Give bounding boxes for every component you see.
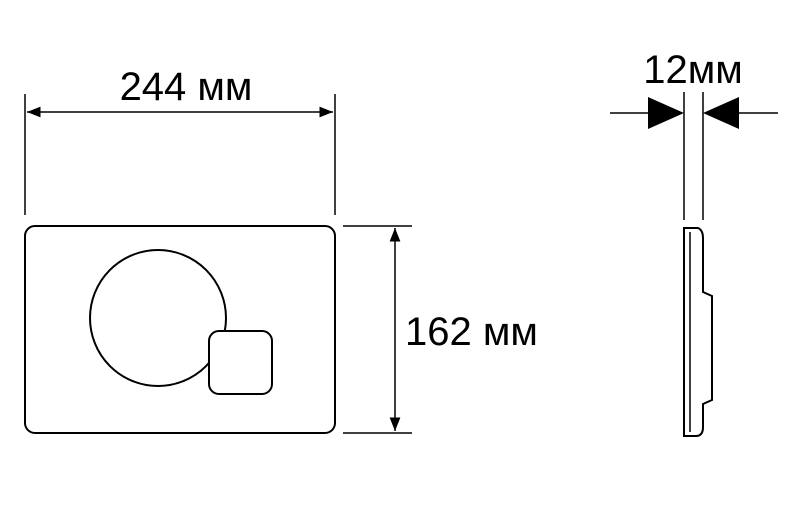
large-flush-button (89, 249, 227, 387)
depth-arrow-left (648, 97, 684, 129)
height-label: 162 мм (405, 310, 538, 354)
width-dimension: 244 мм (24, 65, 336, 215)
depth-label: 12мм (643, 48, 743, 92)
side-profile-outline (683, 227, 713, 437)
side-view (683, 227, 713, 437)
flush-plate-outline (24, 225, 336, 434)
depth-arrow-right (703, 97, 739, 129)
height-dimension: 162 мм (343, 225, 538, 434)
small-flush-button (208, 330, 273, 395)
front-view (24, 225, 336, 434)
depth-dimension: 12мм (610, 48, 778, 220)
width-label: 244 мм (120, 65, 253, 109)
